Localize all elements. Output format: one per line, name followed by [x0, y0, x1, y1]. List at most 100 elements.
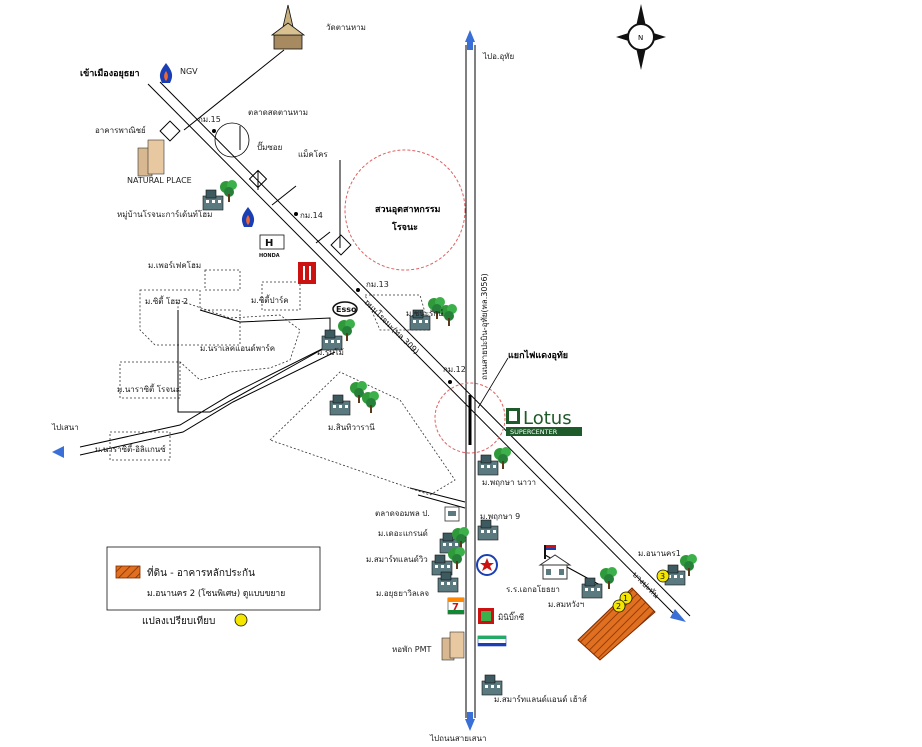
honda-label: HONDA — [259, 253, 280, 259]
svg-text:H: H — [265, 238, 273, 249]
tree-icon-sinthi-2 — [362, 391, 379, 413]
dorm-building-icon — [441, 631, 465, 661]
village-rojana-label: หมู่บ้านโรจนะการ์เด้นท์โฮม — [117, 209, 212, 220]
gas-label: ปั๊มซอย — [257, 141, 282, 152]
jintana-label: ม.ชนะรักษ์ — [406, 308, 444, 318]
tree-icon-sombun — [600, 567, 617, 589]
comparison-marker-1[interactable] — [619, 591, 633, 605]
km14-label: กม.14 — [300, 211, 323, 220]
legend-compare-swatch — [234, 613, 248, 627]
building-icon-pruksa — [477, 454, 499, 476]
nara-city-elegance-label: ม.นาราซิตี้-อิลิแกนซ์ — [95, 443, 166, 454]
ptt-icon — [477, 635, 507, 647]
lotus-logo: Lotus SUPERCENTER — [506, 408, 582, 436]
pruksa-label: ม.พฤกษา นาวา — [482, 478, 536, 487]
market-tanham-label: ตลาดสดตานหาม — [248, 108, 308, 117]
building-icon-pruksa9 — [477, 519, 499, 541]
esso-icon: Esso — [332, 301, 358, 317]
makro-marker — [330, 234, 352, 256]
natural-place-label: NATURAL PLACE — [127, 176, 192, 185]
comparison-markers: 1 2 3 — [612, 569, 670, 613]
legend: ที่ดิน - อาคารหลักประกัน ม.อนานคร 2 (โซน… — [106, 546, 321, 611]
nature-land-park-label: ม.นราเลคแอนด์พาร์ค — [200, 343, 275, 353]
svg-text:2: 2 — [616, 602, 621, 611]
makro-label: แม็คโคร — [298, 149, 328, 159]
legend-plot-swatch — [115, 565, 141, 579]
honda-icon: H HONDA — [259, 234, 285, 259]
industrial-estate-circle — [344, 149, 466, 271]
ngv-flame-icon-2 — [241, 207, 255, 227]
temple-icon — [270, 4, 306, 50]
building-icon-rachanu — [321, 329, 343, 351]
commercial-building-label: อาคารพาณิชย์ — [95, 125, 146, 135]
city-home2-label: ม.ซิตี้ โฮม 2 — [145, 295, 188, 306]
store-red-icon — [298, 262, 316, 284]
smart-land-south-label: ม.สมาร์ทแลนด์แอนด์ เฮ้าส์ — [494, 694, 587, 704]
legend-project-label: ม.อนานคร 2 (โซนพิเศษ) ดูแบบขยาย — [147, 588, 285, 599]
comparison-marker-2[interactable] — [612, 599, 626, 613]
school-label: ร.ร.เอกอโยธยา — [506, 584, 560, 594]
compass-label: N — [638, 34, 643, 42]
city-park-label: ม.ซิตี้ปาร์ค — [251, 294, 289, 305]
perfect-home-label: ม.เพอร์เฟคโฮม — [148, 260, 201, 270]
school-icon — [538, 545, 572, 580]
sinthiwarani-label: ม.สินทิวารานี — [328, 423, 375, 432]
road-to-sena-b — [79, 351, 336, 456]
building-icon-sombun — [581, 577, 603, 599]
collateral-plot — [577, 587, 656, 661]
road-uthai-label: ถนนสายปะบิน-อุทัย(ทล.3056) — [480, 273, 489, 380]
market-sompol-label: ตลาดจอมพล ป. — [375, 509, 430, 518]
km13-label: กม.13 — [366, 280, 389, 289]
road-to-sena — [79, 344, 331, 448]
ngv-flame-icon — [159, 63, 173, 83]
km12-label: กม.12 — [443, 365, 466, 374]
legend-compare-label: แปลงเปรียบเทียบ — [142, 615, 215, 627]
road-to-temple — [183, 49, 285, 131]
commercial-marker — [159, 120, 181, 142]
seven-eleven-icon: 7 — [447, 597, 465, 615]
direction-arrows — [52, 30, 686, 731]
compass-icon: N — [616, 4, 666, 70]
esso-label: Esso — [336, 305, 357, 314]
dorm-label: หอพัก PMT — [392, 645, 431, 654]
comparison-marker-3[interactable] — [656, 569, 670, 583]
km15-label: กม.15 — [198, 115, 221, 124]
svg-text:3: 3 — [660, 572, 665, 581]
natural-place-building-icon — [137, 139, 165, 177]
rachanu-label: ม.รมโม้ — [317, 347, 344, 357]
smart-land-label: ม.สมาร์ทแลนด์วิว — [366, 554, 428, 564]
gas-marker — [248, 169, 268, 189]
star-logo-icon — [476, 554, 498, 576]
industrial-estate-label-1: สวนอุตสาหกรรม — [375, 205, 441, 215]
lotus-label: Lotus — [523, 408, 572, 429]
to-ayutthaya-label: เข้าเมืองอยุธยา — [80, 67, 140, 79]
nara-park-outline — [177, 309, 331, 413]
temple-label: วัดตานหาม — [326, 23, 366, 32]
svg-text:1: 1 — [623, 594, 628, 603]
minibigc-label: มินิบิ๊กซี — [498, 611, 525, 622]
ayutthaya-villa-label: ม.อยุธยาวิลเลจ — [376, 589, 429, 598]
nara-city-label: ม.นาราซิตี้ โรจนะ — [117, 383, 180, 394]
sombun-label: ม.สมหวังฯ — [548, 600, 584, 609]
market-sompol-icon — [444, 506, 460, 522]
road-rojana-line-b — [159, 81, 691, 617]
to-sai-sena-label: ไปถนนสายเสนา — [429, 734, 487, 743]
building-icon-sinthi — [329, 394, 351, 416]
roads — [79, 45, 691, 718]
building-icon — [202, 189, 224, 211]
anan1-label: ม.อนานคร1 — [638, 549, 681, 558]
to-uthai-label: ไปอ.อุทัย — [482, 52, 514, 61]
supercenter-label: SUPERCENTER — [510, 428, 558, 436]
mini-bigc-icon — [478, 608, 494, 624]
industrial-estate-label-2: โรจนะ — [391, 221, 418, 233]
seven-label: 7 — [452, 602, 459, 613]
ngv-label: NGV — [180, 67, 198, 76]
pruksa9-label: ม.พฤกษา 9 — [480, 512, 520, 521]
to-sena-label: ไปเสนา — [51, 423, 79, 432]
road-rojana-line-a — [147, 83, 679, 619]
intersection-label: แยกไฟแดงอุทัย — [508, 349, 568, 361]
intersection-circle — [434, 382, 506, 454]
building-icon-smartland-south — [481, 674, 503, 696]
boundaries — [109, 269, 456, 496]
